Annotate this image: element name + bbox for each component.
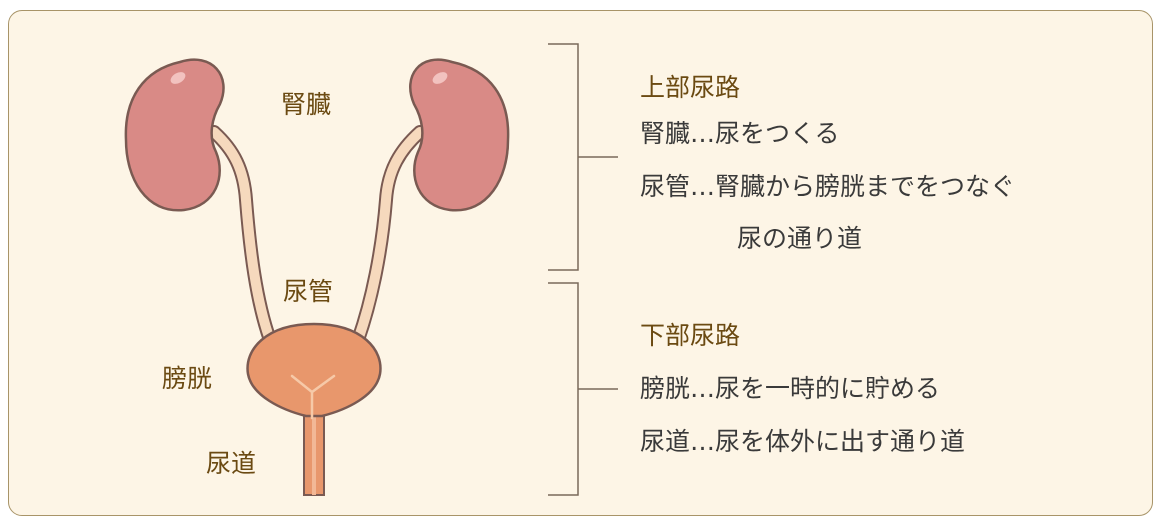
lower-bracket	[548, 282, 618, 496]
urethra-label: 尿道	[206, 449, 257, 478]
lower-line-bladder: 膀胱…尿を一時的に貯める	[640, 374, 941, 403]
right-kidney	[409, 58, 510, 212]
upper-line-kidney: 腎臓…尿をつくる	[640, 119, 840, 148]
right-ureter-fill	[353, 127, 425, 345]
upper-bracket	[548, 43, 618, 271]
ureter-label: 尿管	[283, 277, 334, 306]
kidney-label: 腎臓	[281, 90, 332, 119]
left-kidney	[124, 58, 225, 212]
lower-urinary-tract-heading: 下部尿路	[640, 321, 741, 350]
bladder-label: 膀胱	[162, 364, 213, 393]
left-ureter-fill	[209, 127, 275, 345]
left-kidney-highlight	[170, 72, 186, 84]
bladder-inner-lines	[290, 374, 336, 420]
bladder	[246, 322, 382, 418]
lower-line-urethra: 尿道…尿を体外に出す通り道	[640, 427, 966, 456]
urethra-inner	[312, 395, 316, 495]
upper-line-ureter: 尿管…腎臓から膀胱までをつなぐ	[640, 172, 1016, 201]
upper-line-ureter-continued: 尿の通り道	[737, 224, 863, 253]
upper-urinary-tract-heading: 上部尿路	[640, 73, 741, 102]
right-kidney-highlight	[432, 72, 448, 84]
